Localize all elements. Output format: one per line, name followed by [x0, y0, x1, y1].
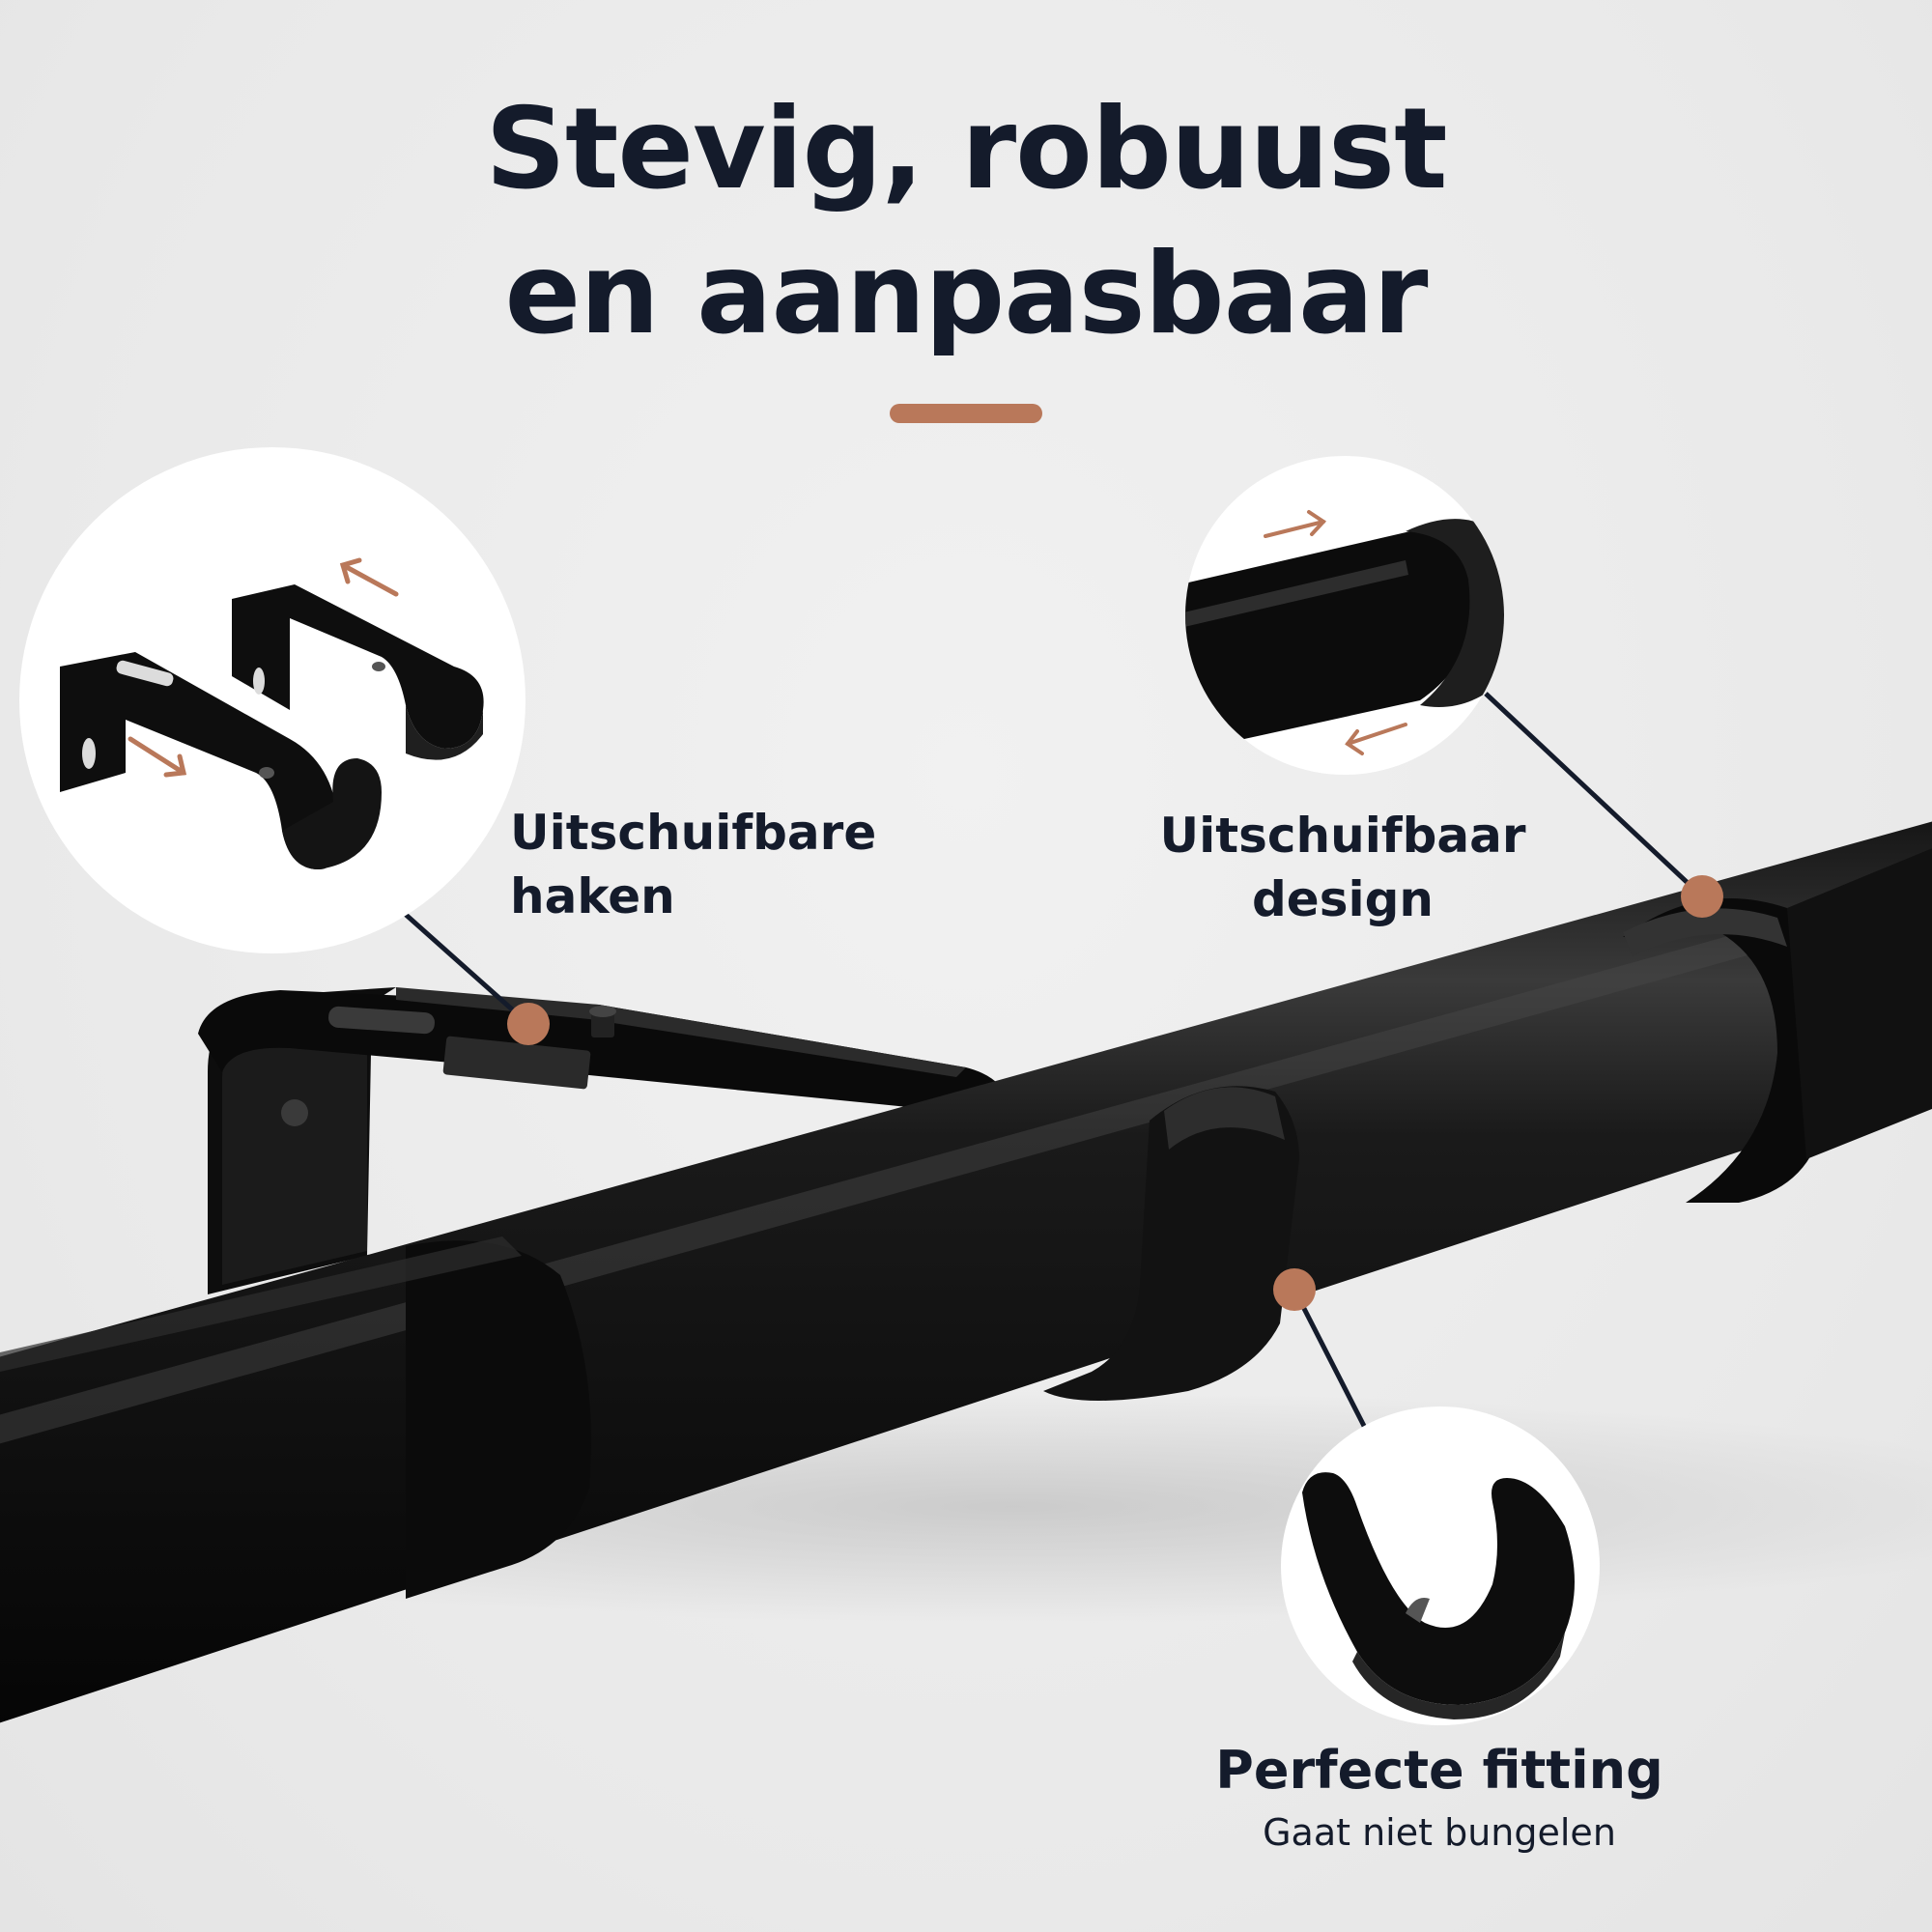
dot-design — [1681, 875, 1723, 918]
hooks-label-line-1: Uitschuifbare — [510, 805, 877, 861]
callout-lines — [402, 692, 1704, 1434]
rod-icon — [1185, 519, 1504, 753]
hook-icon — [1302, 1472, 1575, 1719]
design-label: Uitschuifbaar design — [1111, 804, 1575, 931]
fitting-detail-circle — [1281, 1406, 1600, 1725]
dot-fitting — [1273, 1268, 1316, 1311]
title-line-1: Stevig, robuust — [485, 84, 1447, 214]
fitting-subtitle: Gaat niet bungelen — [1263, 1811, 1616, 1854]
design-label-line-1: Uitschuifbaar — [1159, 808, 1526, 864]
fitting-title: Perfecte fitting — [1215, 1740, 1663, 1801]
hooks-label: Uitschuifbare haken — [510, 801, 876, 928]
page-title: Stevig, robuust en aanpasbaar — [0, 77, 1932, 367]
title-accent-divider — [890, 404, 1042, 423]
bracket-icon — [60, 584, 484, 869]
design-detail-circle — [1185, 456, 1504, 775]
design-label-line-2: design — [1252, 871, 1434, 927]
wall-bracket — [198, 987, 1014, 1294]
dot-hooks — [507, 1003, 550, 1045]
hooks-detail-circle — [19, 447, 526, 953]
arrow-icon — [128, 557, 399, 778]
callout-dots — [507, 875, 1723, 1311]
curtain-rod — [0, 821, 1932, 1723]
title-line-2: en aanpasbaar — [504, 229, 1429, 359]
arrow-icon — [1264, 510, 1407, 755]
hooks-label-line-2: haken — [510, 868, 675, 924]
